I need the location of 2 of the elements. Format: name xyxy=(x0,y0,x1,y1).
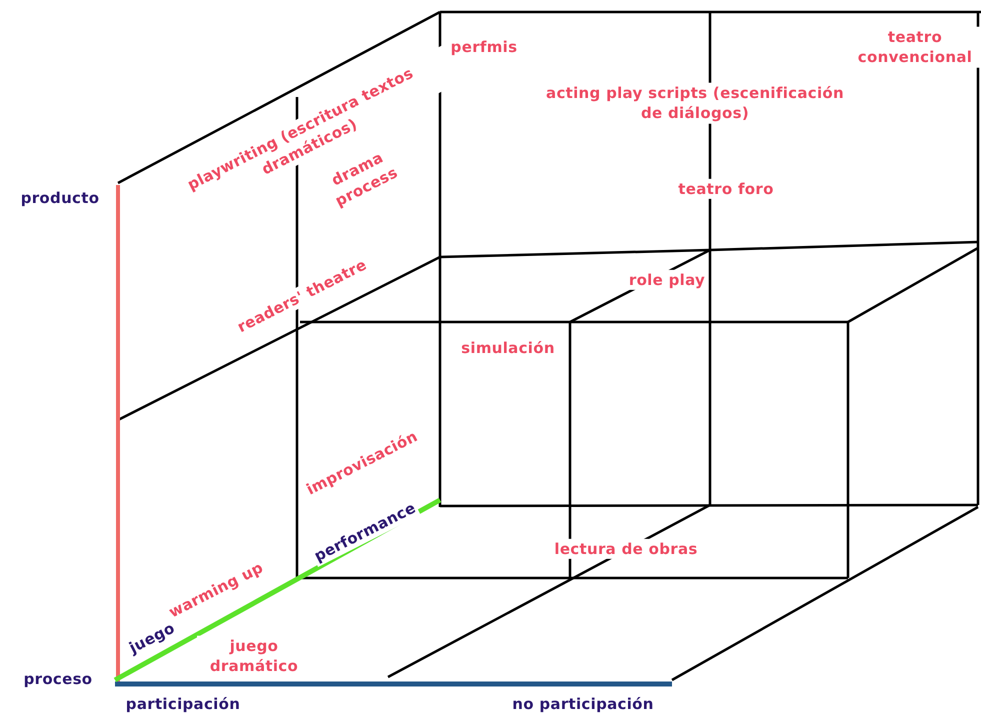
activity-label: teatro foro xyxy=(676,178,776,200)
activity-label: role play xyxy=(626,270,708,290)
